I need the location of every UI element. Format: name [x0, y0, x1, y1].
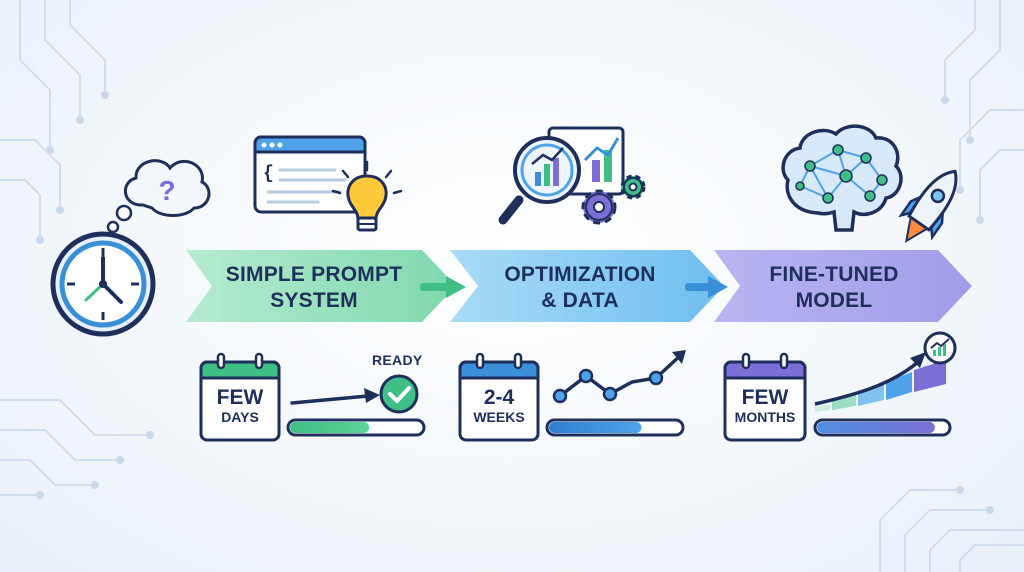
trend-line: [552, 350, 686, 404]
gears-icon: [581, 174, 646, 225]
stage1-progress-fill: [290, 422, 370, 433]
connector-arrow-2: [685, 276, 728, 298]
question-bubble-icon: ?: [106, 159, 211, 234]
rocket-icon: [898, 169, 958, 243]
stage2-chevron: [450, 250, 724, 322]
stage3-duration: FEW MONTHS: [725, 386, 805, 426]
ready-label: READY: [372, 352, 423, 368]
stage2-progress-fill: [549, 422, 642, 433]
stage1-duration-value: FEW: [216, 386, 264, 409]
stage3-duration-value: FEW: [741, 386, 789, 409]
growth-area: [814, 352, 946, 412]
stage1-chevron: [186, 250, 456, 322]
stage1-label: SIMPLE PROMPT SYSTEM: [208, 262, 420, 314]
check-icon: [379, 374, 419, 414]
stage1-duration-unit: DAYS: [221, 409, 259, 425]
calendar-icon: [723, 352, 807, 442]
progress-arrow: [290, 388, 380, 405]
brain-network-icon: [781, 124, 903, 232]
stage3-chevron: [714, 250, 972, 322]
stage1-label-line1: SIMPLE PROMPT: [225, 263, 403, 286]
stage1-duration: FEW DAYS: [201, 386, 279, 426]
lightbulb-icon: [331, 160, 403, 232]
stage3-progress-fill: [817, 422, 935, 433]
magnifier-chart-icon: [498, 126, 625, 225]
stage3-duration-unit: MONTHS: [734, 409, 796, 425]
stage2-label-line1: OPTIMIZATION: [504, 263, 656, 286]
svg-text:{: {: [263, 164, 274, 184]
stage2-duration-unit: WEEKS: [473, 409, 525, 425]
stage2-label-line2: & DATA: [541, 289, 619, 312]
stage2-label: OPTIMIZATION & DATA: [474, 262, 686, 314]
calendar-icon: [199, 352, 281, 442]
stage3-label: FINE-TUNED MODEL: [728, 262, 940, 314]
stage1-label-line2: SYSTEM: [270, 289, 358, 312]
stage2-duration-value: 2-4: [483, 386, 515, 409]
svg-text:?: ?: [158, 175, 175, 206]
stage2-duration: 2-4 WEEKS: [460, 386, 538, 426]
growth-chart-icon: [923, 331, 957, 365]
stage3-label-line2: MODEL: [795, 289, 873, 312]
connector-arrow-1: [420, 276, 466, 298]
calendar-icon: [458, 352, 540, 442]
clock-icon: [50, 231, 156, 337]
stage3-label-line1: FINE-TUNED: [769, 263, 899, 286]
